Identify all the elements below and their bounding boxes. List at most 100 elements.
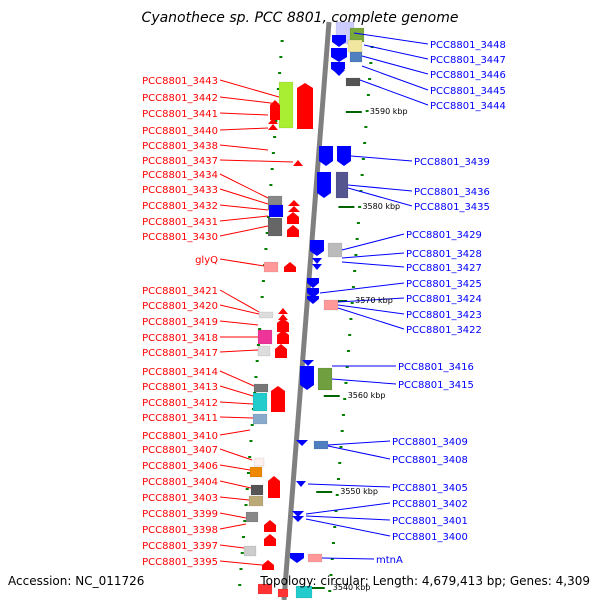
gene-arrow-up bbox=[262, 560, 274, 570]
gene-leader-line bbox=[321, 557, 375, 560]
topology-text: Topology: circular; Length: 4,679,413 bp… bbox=[260, 574, 590, 588]
tick-mark bbox=[329, 574, 333, 576]
gene-label-right[interactable]: PCC8801_3439 bbox=[414, 157, 490, 168]
gene-label-left[interactable]: glyQ bbox=[195, 255, 218, 266]
gene-label-left[interactable]: PCC8801_3417 bbox=[142, 348, 218, 359]
tick-mark bbox=[365, 110, 369, 112]
gene-label-left[interactable]: PCC8801_3433 bbox=[142, 185, 218, 196]
gene-label-left[interactable]: PCC8801_3430 bbox=[142, 232, 218, 243]
tick-mark bbox=[241, 536, 245, 538]
gene-label-right[interactable]: PCC8801_3444 bbox=[430, 101, 506, 112]
gene-block bbox=[347, 39, 363, 53]
gene-label-right[interactable]: mtnA bbox=[376, 555, 403, 566]
gene-leader-line bbox=[219, 401, 254, 405]
gene-label-right[interactable]: PCC8801_3422 bbox=[406, 325, 482, 336]
gene-label-right[interactable]: PCC8801_3405 bbox=[392, 483, 468, 494]
gene-label-left[interactable]: PCC8801_3406 bbox=[142, 461, 218, 472]
gene-arrow-up bbox=[270, 100, 280, 120]
gene-label-right[interactable]: PCC8801_3436 bbox=[414, 187, 490, 198]
gene-label-left[interactable]: PCC8801_3421 bbox=[142, 286, 218, 297]
gene-label-left[interactable]: PCC8801_3397 bbox=[142, 541, 218, 552]
gene-leader-line bbox=[341, 233, 405, 251]
gene-label-left[interactable]: PCC8801_3395 bbox=[142, 557, 218, 568]
gene-label-left[interactable]: PCC8801_3434 bbox=[142, 170, 218, 181]
gene-label-right[interactable]: PCC8801_3445 bbox=[430, 86, 506, 97]
gene-label-right[interactable]: PCC8801_3409 bbox=[392, 437, 468, 448]
gene-label-left[interactable]: PCC8801_3398 bbox=[142, 525, 218, 536]
gene-label-left[interactable]: PCC8801_3411 bbox=[142, 413, 218, 424]
gene-leader-line bbox=[319, 282, 405, 294]
gene-leader-line bbox=[219, 560, 263, 566]
gene-block bbox=[349, 51, 363, 63]
gene-label-left[interactable]: PCC8801_3441 bbox=[142, 109, 218, 120]
gene-label-left[interactable]: PCC8801_3404 bbox=[142, 477, 218, 488]
gene-label-left[interactable]: PCC8801_3419 bbox=[142, 317, 218, 328]
scale-tick bbox=[308, 587, 325, 589]
tick-mark bbox=[270, 168, 274, 170]
gene-label-left[interactable]: PCC8801_3438 bbox=[142, 141, 218, 152]
gene-label-left[interactable]: PCC8801_3442 bbox=[142, 93, 218, 104]
gene-label-right[interactable]: PCC8801_3400 bbox=[392, 532, 468, 543]
gene-label-right[interactable]: PCC8801_3408 bbox=[392, 455, 468, 466]
gene-block bbox=[243, 545, 257, 557]
gene-label-left[interactable]: PCC8801_3399 bbox=[142, 509, 218, 520]
tick-mark bbox=[280, 40, 284, 42]
gene-block bbox=[253, 457, 265, 467]
gene-leader-line bbox=[305, 502, 391, 515]
gene-label-right[interactable]: PCC8801_3402 bbox=[392, 499, 468, 510]
gene-chevron-down bbox=[296, 481, 306, 487]
gene-leader-line bbox=[219, 385, 254, 397]
gene-label-right[interactable]: PCC8801_3429 bbox=[406, 230, 482, 241]
gene-label-left[interactable]: PCC8801_3414 bbox=[142, 367, 218, 378]
gene-label-right[interactable]: PCC8801_3435 bbox=[414, 202, 490, 213]
gene-label-left[interactable]: PCC8801_3403 bbox=[142, 493, 218, 504]
gene-label-left[interactable]: PCC8801_3420 bbox=[142, 301, 218, 312]
gene-label-left[interactable]: PCC8801_3418 bbox=[142, 333, 218, 344]
gene-label-right[interactable]: PCC8801_3448 bbox=[430, 40, 506, 51]
gene-label-right[interactable]: PCC8801_3415 bbox=[398, 380, 474, 391]
gene-label-right[interactable]: PCC8801_3447 bbox=[430, 55, 506, 66]
gene-block bbox=[245, 511, 259, 523]
scale-label: 3590 kbp bbox=[370, 107, 408, 116]
tick-mark bbox=[256, 344, 260, 346]
accession-text: Accession: NC_011726 bbox=[8, 574, 145, 588]
gene-label-left[interactable]: PCC8801_3412 bbox=[142, 398, 218, 409]
tick-mark bbox=[343, 398, 347, 400]
gene-label-right[interactable]: PCC8801_3416 bbox=[398, 362, 474, 373]
gene-label-left[interactable]: PCC8801_3443 bbox=[142, 76, 218, 87]
gene-leader-line bbox=[219, 464, 251, 471]
gene-label-right[interactable]: PCC8801_3428 bbox=[406, 249, 482, 260]
tick-mark bbox=[249, 440, 253, 442]
gene-block bbox=[267, 217, 283, 237]
gene-label-right[interactable]: PCC8801_3427 bbox=[406, 263, 482, 274]
gene-block bbox=[313, 440, 329, 450]
gene-label-right[interactable]: PCC8801_3423 bbox=[406, 310, 482, 321]
gene-label-left[interactable]: PCC8801_3437 bbox=[142, 156, 218, 167]
gene-leader-line bbox=[219, 127, 269, 131]
tick-mark bbox=[353, 270, 357, 272]
gene-chevron-down bbox=[292, 511, 304, 517]
gene-block bbox=[249, 466, 263, 478]
gene-label-left[interactable]: PCC8801_3440 bbox=[142, 126, 218, 137]
gene-label-left[interactable]: PCC8801_3410 bbox=[142, 431, 218, 442]
gene-label-right[interactable]: PCC8801_3424 bbox=[406, 294, 482, 305]
tick-mark bbox=[338, 462, 342, 464]
gene-label-left[interactable]: PCC8801_3407 bbox=[142, 445, 218, 456]
gene-label-right[interactable]: PCC8801_3446 bbox=[430, 70, 506, 81]
gene-label-left[interactable]: PCC8801_3413 bbox=[142, 382, 218, 393]
gene-label-left[interactable]: PCC8801_3432 bbox=[142, 201, 218, 212]
tick-mark bbox=[348, 334, 352, 336]
gene-chevron-down bbox=[312, 258, 322, 264]
gene-label-left[interactable]: PCC8801_3431 bbox=[142, 217, 218, 228]
gene-label-right[interactable]: PCC8801_3401 bbox=[392, 516, 468, 527]
tick-mark bbox=[345, 366, 349, 368]
gene-label-right[interactable]: PCC8801_3425 bbox=[406, 279, 482, 290]
gene-leader-line bbox=[337, 304, 405, 315]
gene-leader-line bbox=[305, 518, 391, 537]
tick-mark bbox=[250, 424, 254, 426]
tick-mark bbox=[340, 430, 344, 432]
gene-leader-line bbox=[219, 480, 252, 489]
gene-arrow-down bbox=[307, 296, 319, 304]
gene-arrow-down bbox=[319, 146, 333, 166]
gene-leader-line bbox=[219, 173, 269, 199]
